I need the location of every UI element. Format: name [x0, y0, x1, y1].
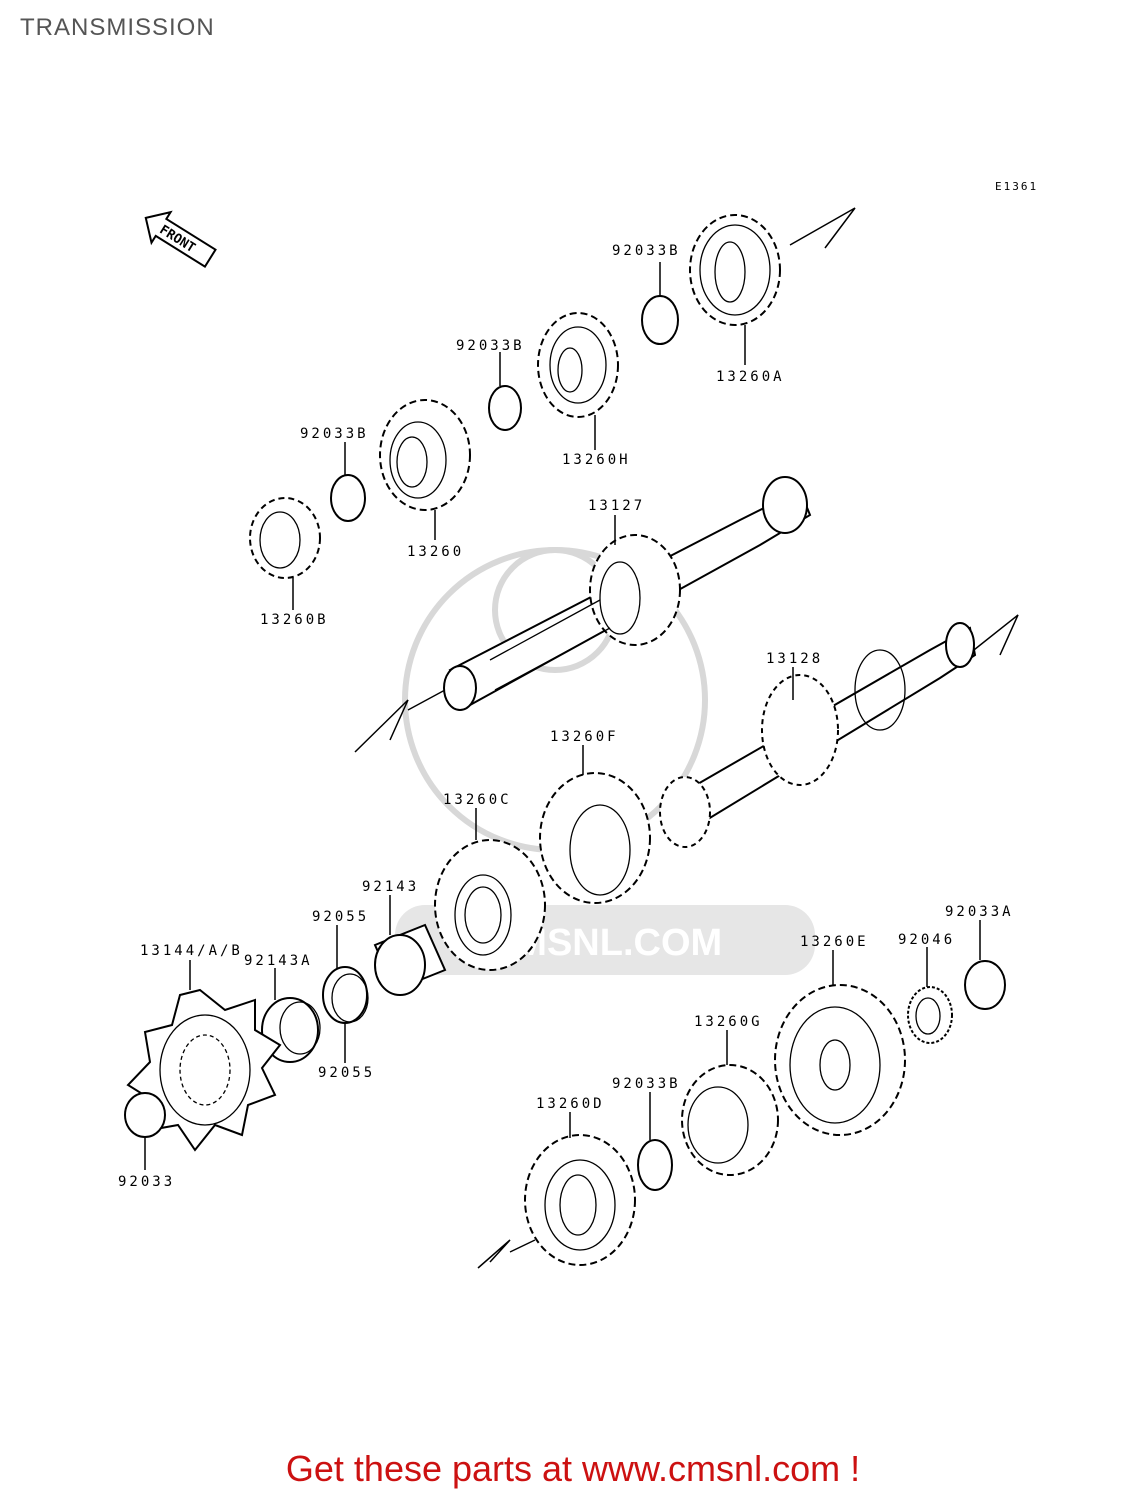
front-arrow-icon: FRONT — [144, 210, 217, 268]
label-92143A: 92143A — [244, 953, 313, 969]
label-92033B-top: 92033B — [612, 243, 681, 259]
transmission-parts-diagram: CMSNL.COM E1361 FRONT — [118, 180, 1038, 1269]
label-92033B-left: 92033B — [300, 426, 369, 442]
label-13144: 13144/A/B — [140, 943, 243, 959]
label-92055-bottom: 92055 — [318, 1065, 375, 1081]
gear-13260 — [379, 399, 471, 511]
label-92033B-low: 92033B — [612, 1076, 681, 1092]
gear-13260E — [774, 984, 906, 1136]
gear-13260G — [681, 1064, 779, 1176]
label-13260E: 13260E — [800, 934, 869, 950]
label-13260A: 13260A — [716, 369, 785, 385]
leader-lines — [144, 262, 981, 1170]
gear-13260H — [537, 312, 619, 418]
sprocket-13144 — [126, 988, 282, 1152]
axis-lines — [354, 207, 1019, 1269]
gear-13260F — [539, 772, 651, 904]
footer-parts-link[interactable]: Get these parts at www.cmsnl.com ! — [285, 1448, 861, 1489]
circlip-92033A — [964, 960, 1006, 1010]
page-title: TRANSMISSION — [20, 14, 215, 41]
label-13260D: 13260D — [536, 1096, 605, 1112]
circlip-92033B-mid — [488, 385, 522, 431]
o-ring-92055 — [322, 966, 369, 1024]
circlip-92033B-top — [641, 295, 679, 345]
label-13260G: 13260G — [694, 1014, 763, 1030]
part-labels: 92033B 13260A 92033B 13260H 92033B 13260… — [118, 243, 1014, 1190]
label-92046: 92046 — [898, 932, 955, 948]
label-92033: 92033 — [118, 1174, 175, 1190]
label-92033A: 92033A — [945, 904, 1014, 920]
circlip-92033B-low — [637, 1139, 673, 1191]
shaft-13127 — [443, 476, 812, 711]
gear-13260C — [434, 839, 546, 971]
bearing-92046 — [907, 986, 953, 1044]
label-13260B: 13260B — [260, 612, 329, 628]
circlip-92033B-left — [330, 474, 366, 522]
gear-13260D — [524, 1134, 636, 1266]
label-13260F: 13260F — [550, 729, 619, 745]
circlip-92033 — [124, 1092, 166, 1138]
diagram-code: E1361 — [995, 180, 1038, 193]
gear-13260B — [249, 497, 321, 579]
collar-92143 — [373, 923, 447, 996]
label-13128: 13128 — [766, 651, 823, 667]
gear-13260A — [689, 214, 781, 326]
label-13260H: 13260H — [562, 452, 631, 468]
shaft-13128 — [659, 622, 977, 848]
label-13260: 13260 — [407, 544, 464, 560]
label-13127: 13127 — [588, 498, 645, 514]
label-92055-top: 92055 — [312, 909, 369, 925]
label-92033B-mid: 92033B — [456, 338, 525, 354]
label-92143: 92143 — [362, 879, 419, 895]
label-13260C: 13260C — [443, 792, 512, 808]
